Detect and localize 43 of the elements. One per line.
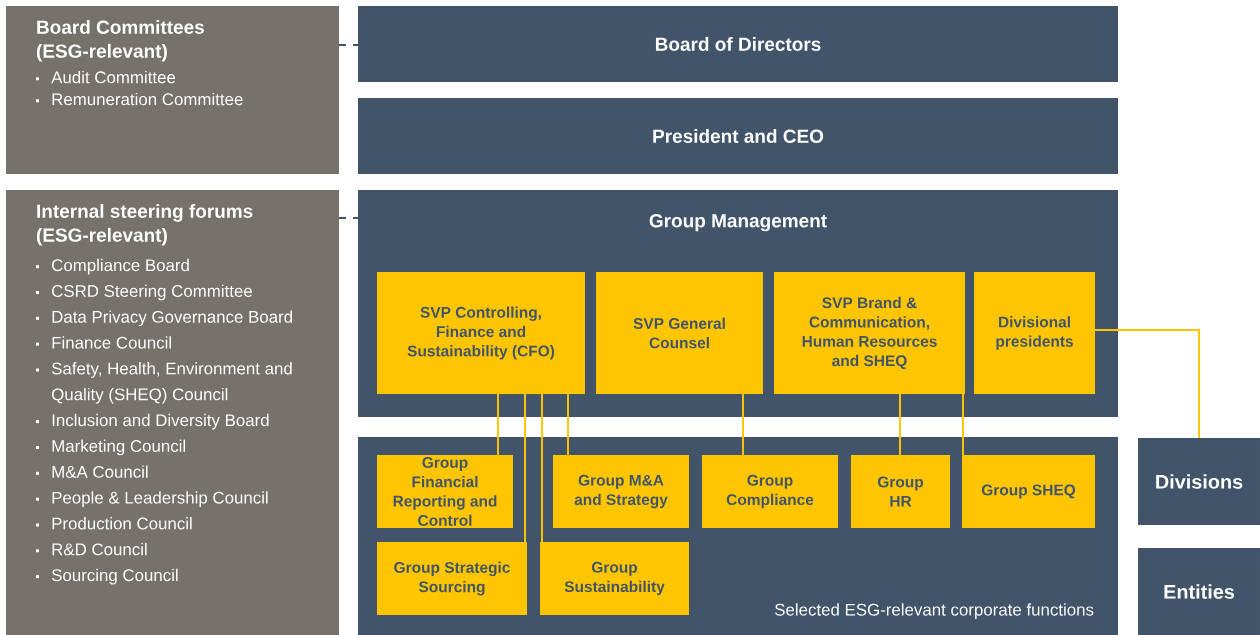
bullet-item: Finance Council [36,336,171,349]
function-box: Group Sustainability [540,542,689,615]
connector-line [567,393,569,456]
bullet-item: Inclusion and Diversity Board [36,413,269,430]
connector-line [1094,329,1200,439]
dashed-connector [338,44,359,46]
org-box: President and CEO [358,98,1118,174]
org-box: Board of Directors [358,6,1118,82]
function-box: Group M&A and Strategy [553,455,689,528]
forum-panel [6,6,339,174]
connector-line [541,393,543,543]
bullet-item: Remuneration Committee [36,92,243,106]
org-box: Entities [1138,548,1260,635]
connector-line [524,393,526,543]
function-box: Divisional presidents [974,272,1095,394]
connector-line [899,393,901,456]
bullet-item: CSRD Steering Committee [36,284,252,301]
connector-line [497,393,499,456]
function-box: Group Strategic Sourcing [377,542,527,615]
dashed-connector [338,217,359,219]
function-box: Group Financial Reporting and Control [377,455,513,528]
bullet-item: M&A Council [36,465,148,478]
function-box: SVP Controlling, Finance and Sustainability (CFO) [377,272,585,394]
function-box: SVP General Counsel [596,272,763,394]
function-box: Group SHEQ [962,455,1095,528]
bullet-item: Data Privacy Governance Board [36,310,292,327]
bullet-item: Safety, Health, Environment and Quality (SHEQ) Council [36,362,292,404]
panel-heading: Board Committees (ESG-relevant) [36,20,204,62]
function-box: SVP Brand & Communication, Human Resources and SHEQ [774,272,965,394]
function-box: Group HR [851,455,950,528]
bullet-item: Production Council [36,517,192,530]
bullet-item: R&D Council [36,542,147,556]
forum-panel [6,190,339,635]
function-box: Group Compliance [702,455,838,528]
bullet-item: People & Leadership Council [36,491,268,507]
bullet-item: Marketing Council [36,439,186,456]
org-box: Divisions [1138,438,1260,525]
panel-heading: Internal steering forums (ESG-relevant) [36,204,253,246]
connector-line [962,393,964,456]
connector-line [742,393,744,456]
bullet-item: Sourcing Council [36,568,178,585]
bullet-item: Compliance Board [36,258,189,275]
bullet-item: Audit Committee [36,70,176,84]
